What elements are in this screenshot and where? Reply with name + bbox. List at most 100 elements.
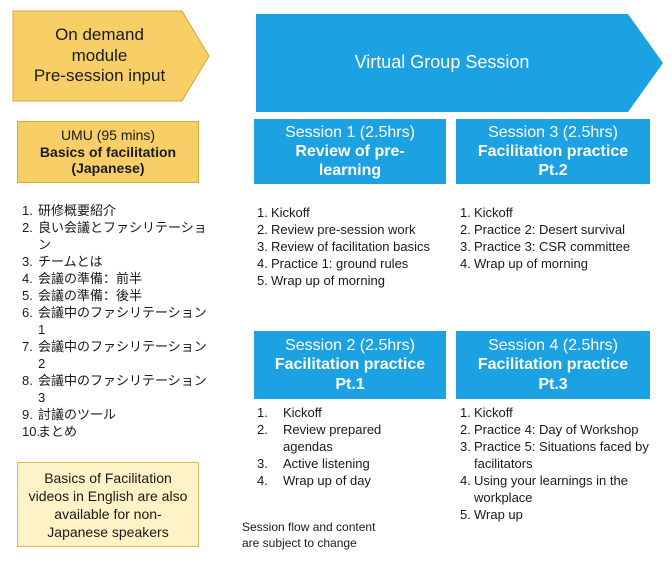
agenda-item-number: 2. [460, 422, 471, 437]
umu-box: UMU (95 mins) Basics of facilitation (Ja… [17, 121, 199, 183]
agenda-item-number: 7. [22, 339, 33, 354]
session-3-header: Session 3 (2.5hrs) Facilitation practice… [456, 119, 650, 184]
agenda-item: 1.Kickoff [257, 204, 453, 221]
agenda-item: 1. 研修概要紹介 [22, 202, 212, 219]
agenda-item-number: 3. [257, 239, 268, 254]
session-1-subtitle-2: learning [318, 162, 382, 180]
agenda-item-number: 2. [257, 222, 268, 237]
agenda-item-text: Practice 4: Day of Workshop [474, 422, 639, 437]
agenda-item-text: Active listening [283, 456, 370, 471]
agenda-item: 1.Kickoff [257, 404, 417, 421]
agenda-item-number: 2. [460, 222, 471, 237]
on-demand-line3: Pre-session input [33, 66, 166, 86]
agenda-item-text: Practice 5: Situations faced by facilita… [474, 439, 649, 471]
on-demand-line1: On demand [55, 25, 144, 45]
virtual-session-arrow-shape [256, 14, 663, 112]
agenda-item-text: 会議中のファシリテーション2 [38, 339, 207, 371]
session-4-header: Session 4 (2.5hrs) Facilitation practice… [456, 331, 650, 399]
session-1-subtitle-1: Review of pre- [295, 142, 405, 160]
agenda-item-text: 会議の準備：前半 [38, 271, 143, 286]
agenda-item: 4.Using your learnings in the workplace [460, 472, 658, 506]
virtual-session-title: Virtual Group Session [354, 52, 530, 73]
agenda-item-number: 1. [460, 205, 471, 220]
session-3-subtitle-1: Facilitation practice [477, 142, 629, 160]
agenda-item-number: 3. [460, 239, 471, 254]
agenda-item-text: Review of facilitation basics [271, 239, 430, 254]
session-4-subtitle-2: Pt.3 [538, 375, 568, 393]
agenda-item-number: 4. [257, 256, 268, 271]
agenda-item: 3. Active listening [257, 455, 417, 472]
agenda-item-number: 1. [22, 203, 33, 218]
agenda-item-text: まとめ [38, 424, 78, 439]
agenda-item: 10.まとめ [22, 423, 212, 440]
agenda-item-text: Review pre-session work [271, 222, 416, 237]
agenda-item: 8.会議中のファシリテーション3 [22, 372, 212, 406]
session-2-header: Session 2 (2.5hrs) Facilitation practice… [254, 331, 446, 399]
footnote-line1: Session flow and content [242, 520, 376, 534]
agenda-item: 1.Kickoff [460, 204, 665, 221]
session-1-title: Session 1 (2.5hrs) [285, 123, 415, 141]
agenda-item-text: 討議のツール [38, 407, 117, 422]
session-1-header: Session 1 (2.5hrs) Review of pre- learni… [254, 119, 446, 184]
agenda-item-text: 会議の準備：後半 [38, 288, 143, 303]
agenda-item-text: Kickoff [271, 205, 310, 220]
agenda-item: 9. 討議のツール [22, 406, 212, 423]
agenda-item-text: Wrap up of day [283, 473, 371, 488]
agenda-item-number: 4. [257, 473, 268, 488]
footnote-line2: are subject to change [242, 536, 357, 550]
agenda-item-text: Kickoff [474, 405, 513, 420]
agenda-item-number: 5. [460, 507, 471, 522]
agenda-item: 2. 良い会議とファシリテーション [22, 219, 212, 253]
agenda-item: 1.Kickoff [460, 404, 658, 421]
agenda-item: 5.Wrap up of morning [257, 272, 453, 289]
agenda-item: 2.Practice 2: Desert survival [460, 221, 665, 238]
agenda-item-number: 3. [257, 456, 268, 471]
agenda-item-text: チームとは [38, 254, 103, 269]
agenda-item-number: 3. [460, 439, 471, 454]
agenda-item: 3.チームとは [22, 253, 212, 270]
agenda-item-number: 2. [22, 220, 33, 235]
agenda-item: 2.Practice 4: Day of Workshop [460, 421, 658, 438]
agenda-item-text: 会議中のファシリテーション3 [38, 373, 207, 405]
on-demand-arrow-label: On demand module Pre-session input [12, 10, 187, 102]
agenda-item-number: 4. [460, 256, 471, 271]
agenda-item-number: 10. [22, 424, 41, 439]
agenda-item-number: 5. [22, 288, 33, 303]
agenda-item-number: 4. [22, 271, 33, 286]
agenda-item-text: 会議中のファシリテーション1 [38, 305, 207, 337]
agenda-item-text: 研修概要紹介 [38, 203, 117, 218]
session-4-title: Session 4 (2.5hrs) [488, 337, 618, 355]
footnote: Session flow and content are subject to … [242, 519, 442, 551]
agenda-item: 5. 会議の準備：後半 [22, 287, 212, 304]
agenda-item-text: 良い会議とファシリテーション [38, 220, 207, 252]
session-2-subtitle-1: Facilitation practice [274, 356, 426, 374]
agenda-item-text: Wrap up [474, 507, 523, 522]
english-videos-note: Basics of Facilitation videos in English… [17, 462, 199, 547]
agenda-item-number: 2. [257, 422, 268, 437]
agenda-item-number: 4. [460, 473, 471, 488]
agenda-item: 4. 会議の準備：前半 [22, 270, 212, 287]
session-2-title: Session 2 (2.5hrs) [285, 337, 415, 355]
agenda-item: 5.Wrap up [460, 506, 658, 523]
agenda-item: 4.Practice 1: ground rules [257, 255, 453, 272]
session-3-title: Session 3 (2.5hrs) [488, 123, 618, 141]
agenda-item: 4. Wrap up of day [257, 472, 417, 489]
agenda-item-text: Practice 3: CSR committee [474, 239, 631, 254]
agenda-item-number: 6. [22, 305, 33, 320]
session-4-subtitle-1: Facilitation practice [477, 356, 629, 374]
agenda-item-text: Kickoff [283, 405, 322, 420]
agenda-item-text: Kickoff [474, 205, 513, 220]
agenda-item-number: 9. [22, 407, 33, 422]
agenda-item-number: 1. [257, 205, 268, 220]
agenda-item-number: 1. [460, 405, 471, 420]
agenda-item-text: Practice 2: Desert survival [474, 222, 625, 237]
umu-subtitle-2: (Japanese) [71, 160, 145, 177]
umu-subtitle-1: Basics of facilitation [39, 143, 177, 160]
agenda-item-text: Wrap up of morning [271, 273, 385, 288]
agenda-item: 3.Practice 5: Situations faced by facili… [460, 438, 658, 472]
